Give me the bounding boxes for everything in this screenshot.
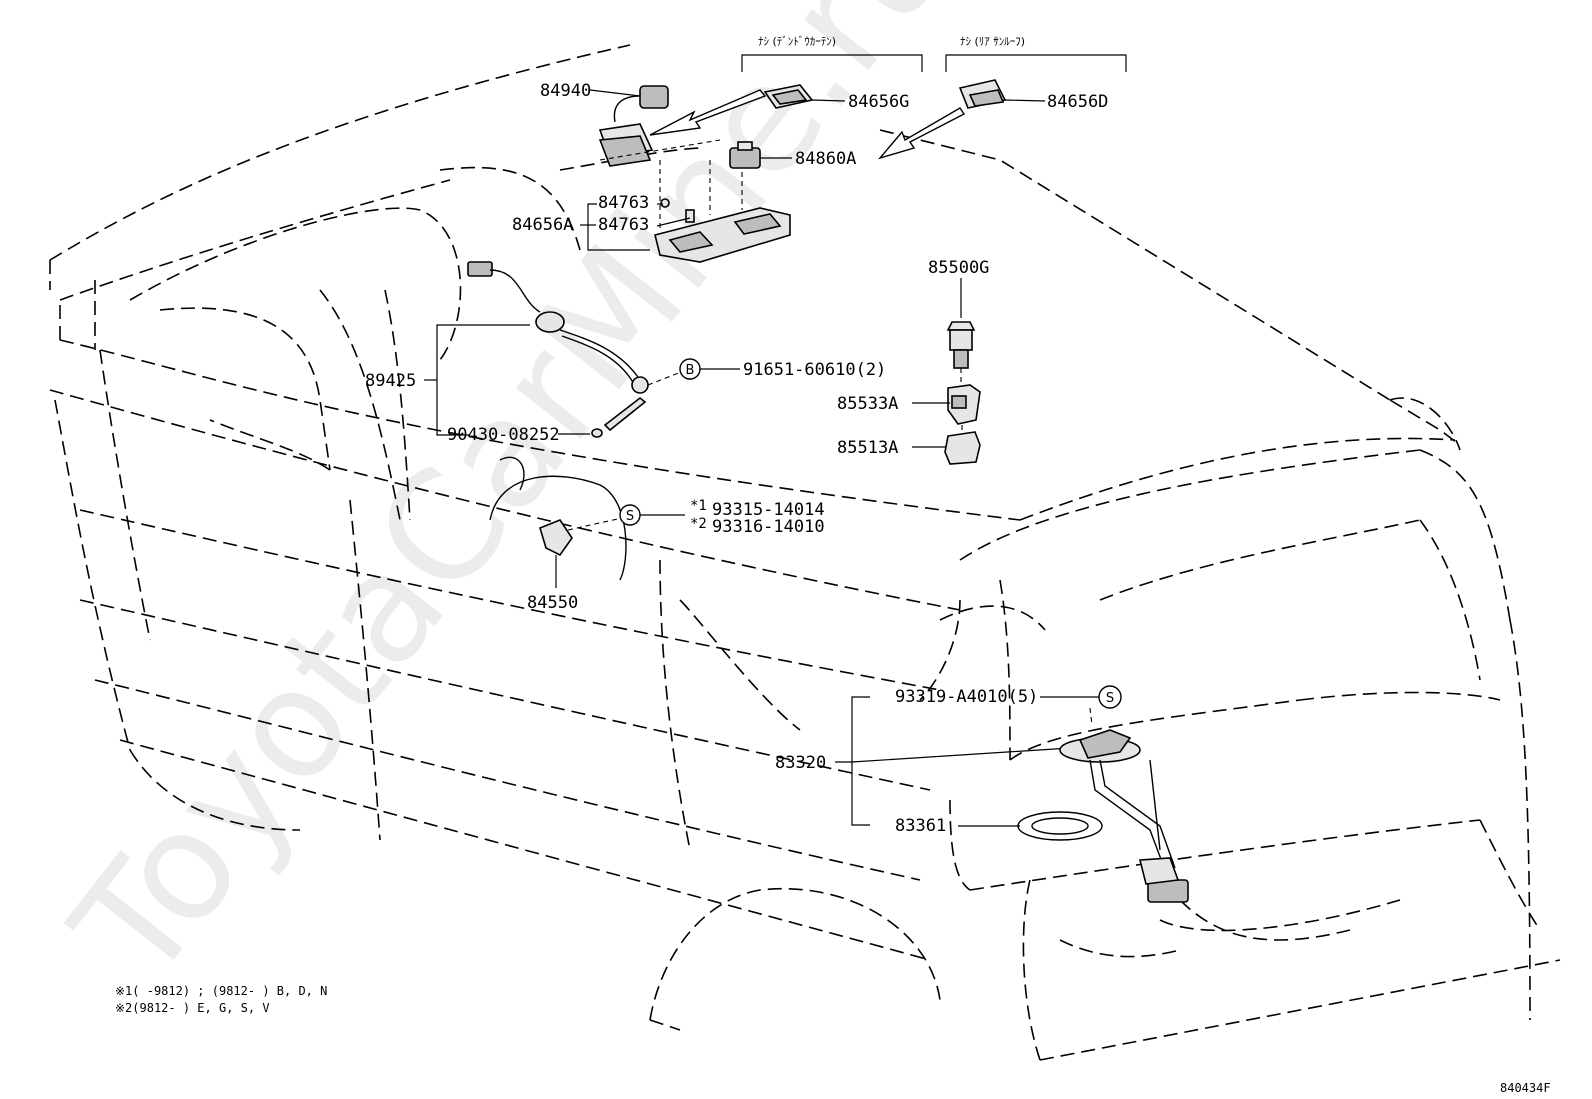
label-84763-a: 84763 xyxy=(598,193,649,213)
label-89425: 89425 xyxy=(365,371,416,391)
label-93316: 93316-14010 xyxy=(712,517,825,537)
label-93319: 93319-A4010(5) xyxy=(895,687,1038,707)
cushion-85513A xyxy=(944,431,981,465)
gasket-83361 xyxy=(1017,811,1103,841)
lamp-housing-84656A xyxy=(654,198,791,263)
label-84860A: 84860A xyxy=(795,149,856,169)
header-no-sunroof-group: ﾅｼ (ﾘｱ ｻﾝﾙｰﾌ) xyxy=(945,35,1127,72)
diagram-code: 840434F xyxy=(1500,1081,1551,1095)
star-2: *2 xyxy=(690,516,707,532)
label-93315: 93315-14014 xyxy=(712,500,825,520)
label-83320: 83320 xyxy=(775,753,826,773)
marker-s-1-text: S xyxy=(626,509,634,524)
note-line-1: ※1( -9812) ; (9812- ) B, D, N xyxy=(115,984,327,998)
vehicle-body-outline xyxy=(49,44,1561,1061)
marker-s-2 xyxy=(1098,685,1122,709)
label-84656D: 84656D xyxy=(1047,92,1108,112)
header-no-sunroof: ﾅｼ (ﾘｱ ｻﾝﾙｰﾌ) xyxy=(960,35,1025,48)
label-85533A: 85533A xyxy=(837,394,898,414)
lens-84656G xyxy=(763,84,814,109)
marker-s-2-text: S xyxy=(1106,691,1114,706)
mirror-assembly xyxy=(489,456,627,581)
fuel-sender-83320 xyxy=(1059,729,1189,903)
note-line-2: ※2(9812- ) E, G, S, V xyxy=(115,1001,270,1015)
label-91651: 91651-60610(2) xyxy=(743,360,886,380)
sensor-89425 xyxy=(467,261,649,432)
marker-b-text: B xyxy=(686,363,695,378)
label-84940: 84940 xyxy=(540,81,591,101)
label-83361: 83361 xyxy=(895,816,946,836)
label-85500G: 85500G xyxy=(928,258,989,278)
header-no-curtain: ﾅｼ (ﾃﾞﾝﾄﾞｳｶｰﾃﾝ) xyxy=(758,35,836,48)
label-84656G: 84656G xyxy=(848,92,909,112)
bracket-85533A xyxy=(947,384,981,425)
switch-84940 xyxy=(598,85,669,167)
switch-85500G xyxy=(946,321,976,369)
label-85513A: 85513A xyxy=(837,438,898,458)
arrow-icon xyxy=(877,107,966,160)
label-84656A: 84656A xyxy=(512,215,573,235)
label-84763-b: 84763 xyxy=(598,215,649,235)
lens-84656D xyxy=(958,79,1007,109)
label-84550: 84550 xyxy=(527,593,578,613)
star-1: *1 xyxy=(690,498,707,514)
arrow-icon xyxy=(649,89,767,136)
label-90430: 90430-08252 xyxy=(447,425,560,445)
header-no-curtain-group: ﾅｼ (ﾃﾞﾝﾄﾞｳｶｰﾃﾝ) xyxy=(741,35,923,72)
